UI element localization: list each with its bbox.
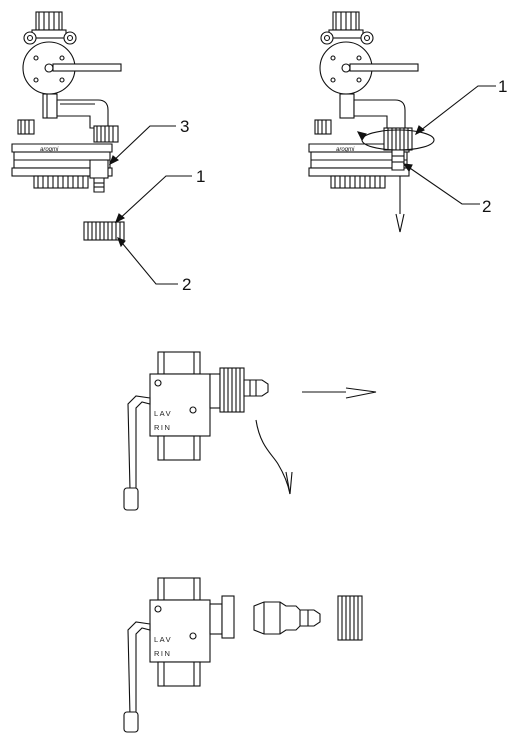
valve-label-rin: RIN <box>154 649 171 658</box>
figure-1-callouts: 3 1 2 <box>108 117 205 294</box>
leader-line-1 <box>415 85 496 135</box>
figure-2-unit: arogmi <box>308 11 435 233</box>
leader-line-2 <box>117 237 178 285</box>
figure-2-callouts: 1 2 <box>402 77 507 216</box>
leader-line-3 <box>109 125 176 165</box>
valve-label-lav: LAV <box>154 635 172 644</box>
hose-barb <box>253 601 321 635</box>
figure-1-unit: arogmi <box>11 11 125 241</box>
figure-4-valve: LAV RIN <box>123 577 363 733</box>
leader-line-1 <box>115 175 192 223</box>
valve-label-lav: LAV <box>154 409 172 418</box>
hose-line <box>255 419 291 495</box>
callout-2: 2 <box>482 197 491 216</box>
callout-2: 2 <box>182 275 191 294</box>
callout-3: 3 <box>180 117 189 136</box>
figure-3-valve: LAV RIN <box>123 351 377 511</box>
valve-label-rin: RIN <box>154 423 171 432</box>
callout-1: 1 <box>498 77 507 96</box>
brand-mark: arogmi <box>40 147 59 153</box>
brand-mark: arogmi <box>336 147 355 153</box>
callout-1: 1 <box>196 167 205 186</box>
leader-line-2 <box>403 163 480 205</box>
